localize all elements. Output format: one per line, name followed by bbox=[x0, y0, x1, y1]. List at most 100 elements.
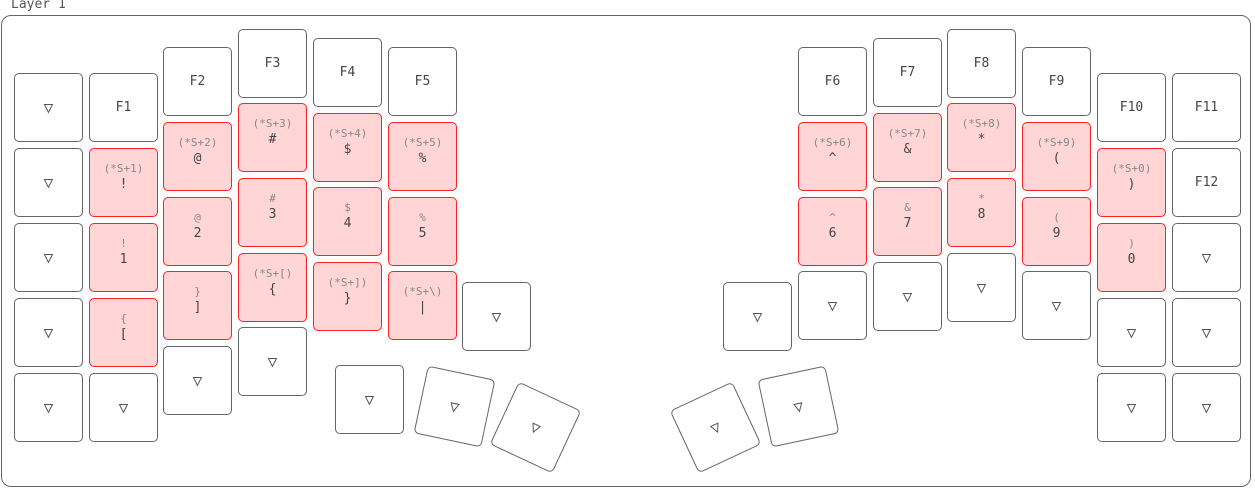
left-key-transparent[interactable]: ▽ bbox=[335, 365, 404, 434]
left-key-transparent[interactable]: ▽ bbox=[163, 346, 232, 415]
key-hold-label: @ bbox=[194, 210, 201, 224]
right-key-transparent[interactable]: ▽ bbox=[798, 271, 867, 340]
key-hold-label: $ bbox=[344, 200, 351, 214]
right-key-symbol[interactable]: (*S+6)^ bbox=[798, 122, 867, 191]
left-key-transparent[interactable]: ▽ bbox=[89, 373, 158, 442]
left-key-f5[interactable]: F5 bbox=[388, 47, 457, 116]
right-key-f11[interactable]: F11 bbox=[1172, 73, 1241, 142]
left-key-f3[interactable]: F3 bbox=[238, 29, 307, 98]
transparent-triangle-icon: ▽ bbox=[43, 247, 54, 267]
key-hold-label: ( bbox=[1053, 210, 1060, 224]
left-key-symbol[interactable]: (*S+3)# bbox=[238, 103, 307, 172]
transparent-triangle-icon: ▽ bbox=[791, 395, 806, 417]
key-tap-label: F2 bbox=[189, 73, 206, 89]
key-tap-label: F9 bbox=[1048, 73, 1065, 89]
right-key-transparent[interactable]: ▽ bbox=[723, 282, 792, 351]
key-hold-label: (*S+2) bbox=[177, 135, 218, 149]
left-key-transparent[interactable]: ▽ bbox=[413, 365, 496, 448]
left-key-symbol[interactable]: {[ bbox=[89, 298, 158, 367]
right-key-symbol[interactable]: (*S+8)* bbox=[947, 103, 1016, 172]
right-key-transparent[interactable]: ▽ bbox=[1172, 373, 1241, 442]
key-hold-label: (*S+]) bbox=[327, 275, 368, 289]
right-key-transparent[interactable]: ▽ bbox=[1097, 298, 1166, 367]
key-tap-label: F1 bbox=[115, 99, 132, 115]
key-hold-label: (*S+0) bbox=[1111, 161, 1152, 175]
transparent-triangle-icon: ▽ bbox=[1126, 397, 1137, 417]
left-key-symbol[interactable]: (*S+4)$ bbox=[313, 113, 382, 182]
right-key-transparent[interactable]: ▽ bbox=[1022, 271, 1091, 340]
transparent-triangle-icon: ▽ bbox=[43, 97, 54, 117]
transparent-triangle-icon: ▽ bbox=[1201, 322, 1212, 342]
right-key-f9[interactable]: F9 bbox=[1022, 47, 1091, 116]
right-key-8[interactable]: *8 bbox=[947, 178, 1016, 247]
left-key-symbol[interactable]: (*S+1)! bbox=[89, 148, 158, 217]
key-tap-label: F4 bbox=[339, 64, 356, 80]
key-tap-label: # bbox=[268, 131, 277, 147]
key-tap-label: $ bbox=[343, 141, 352, 157]
right-key-6[interactable]: ^6 bbox=[798, 197, 867, 266]
left-key-transparent[interactable]: ▽ bbox=[14, 223, 83, 292]
transparent-triangle-icon: ▽ bbox=[1126, 322, 1137, 342]
key-tap-label: 0 bbox=[1127, 251, 1136, 267]
key-tap-label: ) bbox=[1127, 176, 1136, 192]
right-key-7[interactable]: &7 bbox=[873, 187, 942, 256]
right-key-symbol[interactable]: (*S+0)) bbox=[1097, 148, 1166, 217]
left-key-transparent[interactable]: ▽ bbox=[462, 282, 531, 351]
key-hold-label: (*S+[) bbox=[252, 266, 293, 280]
key-tap-label: ! bbox=[119, 176, 128, 192]
right-key-transparent[interactable]: ▽ bbox=[1172, 298, 1241, 367]
key-tap-label: { bbox=[268, 281, 277, 297]
key-tap-label: * bbox=[977, 131, 986, 147]
left-key-symbol[interactable]: (*S+5)% bbox=[388, 122, 457, 191]
left-key-symbol[interactable]: }] bbox=[163, 271, 232, 340]
key-hold-label: ) bbox=[1128, 236, 1135, 250]
left-key-symbol[interactable]: (*S+2)@ bbox=[163, 122, 232, 191]
right-key-f12[interactable]: F12 bbox=[1172, 148, 1241, 217]
left-key-f1[interactable]: F1 bbox=[89, 73, 158, 142]
left-key-f4[interactable]: F4 bbox=[313, 38, 382, 107]
right-key-transparent[interactable]: ▽ bbox=[1097, 373, 1166, 442]
transparent-triangle-icon: ▽ bbox=[527, 416, 545, 438]
left-key-transparent[interactable]: ▽ bbox=[14, 373, 83, 442]
transparent-triangle-icon: ▽ bbox=[192, 370, 203, 390]
right-key-transparent[interactable]: ▽ bbox=[1172, 223, 1241, 292]
key-tap-label: 3 bbox=[268, 206, 277, 222]
transparent-triangle-icon: ▽ bbox=[827, 295, 838, 315]
key-tap-label: F5 bbox=[414, 73, 431, 89]
left-key-transparent[interactable]: ▽ bbox=[14, 148, 83, 217]
left-key-transparent[interactable]: ▽ bbox=[14, 73, 83, 142]
right-key-symbol[interactable]: (*S+7)& bbox=[873, 113, 942, 182]
left-key-transparent[interactable]: ▽ bbox=[14, 298, 83, 367]
right-key-f6[interactable]: F6 bbox=[798, 47, 867, 116]
right-key-symbol[interactable]: (*S+9)( bbox=[1022, 122, 1091, 191]
transparent-triangle-icon: ▽ bbox=[1201, 247, 1212, 267]
right-key-0[interactable]: )0 bbox=[1097, 223, 1166, 292]
right-key-9[interactable]: (9 bbox=[1022, 197, 1091, 266]
left-key-f2[interactable]: F2 bbox=[163, 47, 232, 116]
left-key-symbol[interactable]: (*S+\)| bbox=[388, 271, 457, 340]
key-hold-label: (*S+\) bbox=[402, 284, 443, 298]
right-key-f8[interactable]: F8 bbox=[947, 29, 1016, 98]
right-key-f10[interactable]: F10 bbox=[1097, 73, 1166, 142]
key-tap-label: ] bbox=[193, 299, 202, 315]
key-tap-label: ^ bbox=[828, 150, 837, 166]
right-key-f7[interactable]: F7 bbox=[873, 38, 942, 107]
right-key-transparent[interactable]: ▽ bbox=[947, 253, 1016, 322]
key-tap-label: F10 bbox=[1119, 99, 1144, 115]
left-key-transparent[interactable]: ▽ bbox=[238, 327, 307, 396]
left-key-1[interactable]: !1 bbox=[89, 223, 158, 292]
left-key-symbol[interactable]: (*S+])} bbox=[313, 262, 382, 331]
key-tap-label: 1 bbox=[119, 251, 128, 267]
left-key-symbol[interactable]: (*S+[){ bbox=[238, 253, 307, 322]
left-key-3[interactable]: #3 bbox=[238, 178, 307, 247]
transparent-triangle-icon: ▽ bbox=[1201, 397, 1212, 417]
right-key-transparent[interactable]: ▽ bbox=[873, 262, 942, 331]
transparent-triangle-icon: ▽ bbox=[491, 306, 502, 326]
key-tap-label: F12 bbox=[1194, 174, 1219, 190]
left-key-4[interactable]: $4 bbox=[313, 187, 382, 256]
left-key-5[interactable]: %5 bbox=[388, 197, 457, 266]
left-key-2[interactable]: @2 bbox=[163, 197, 232, 266]
key-tap-label: F6 bbox=[824, 73, 841, 89]
key-tap-label: F3 bbox=[264, 55, 281, 71]
right-key-transparent[interactable]: ▽ bbox=[757, 365, 840, 448]
